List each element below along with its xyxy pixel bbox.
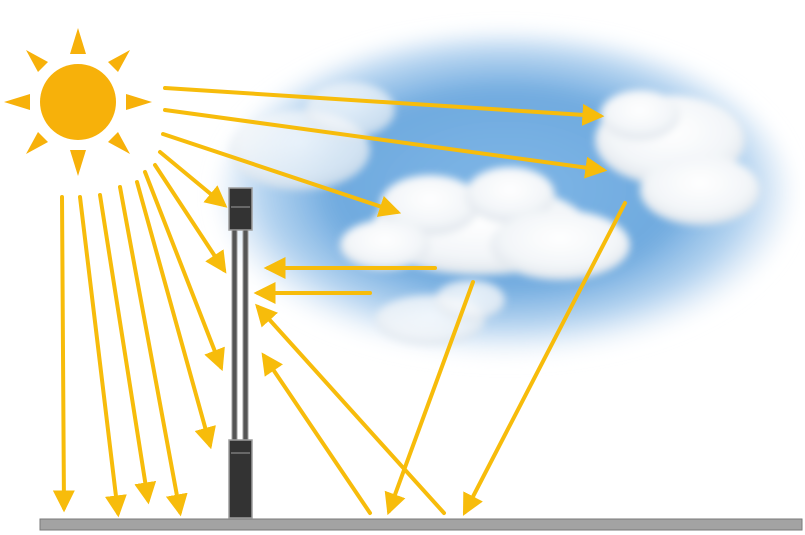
sensor-rod-right xyxy=(242,229,249,443)
cloud-upper-left xyxy=(230,82,395,190)
ray-sun-to-sensor xyxy=(143,170,225,372)
ray-sun-to-cloud xyxy=(161,132,402,217)
sky-with-clouds xyxy=(220,35,790,355)
sensor-instrument xyxy=(228,187,253,519)
ray-cloud-to-ground xyxy=(384,280,475,516)
ray-sun-to-ground xyxy=(78,195,127,518)
ray-cloud-to-ground xyxy=(462,201,627,516)
ray-sun-to-ground xyxy=(52,195,75,513)
ray-sun-to-ground xyxy=(118,185,188,517)
sun-icon xyxy=(4,28,152,176)
sensor-bottom-body xyxy=(228,439,253,519)
cloud-right xyxy=(595,90,760,225)
ray-sun-to-cloud xyxy=(163,108,608,179)
ray-sun-to-sensor xyxy=(158,150,228,208)
ray-sun-to-sensor xyxy=(153,163,227,274)
ray-sun-to-ground xyxy=(98,193,157,505)
radiation-rays xyxy=(52,86,627,518)
ground-surface xyxy=(39,518,803,531)
sensor-rod-left xyxy=(231,229,238,443)
sensor-top-head xyxy=(228,187,253,231)
ray-ground-to-sensor xyxy=(255,303,446,515)
ray-sun-to-cloud xyxy=(163,86,605,126)
cloud-lower xyxy=(375,280,505,345)
ray-sun-to-sensor xyxy=(135,180,216,450)
ray-ground-to-sensor xyxy=(261,352,372,515)
